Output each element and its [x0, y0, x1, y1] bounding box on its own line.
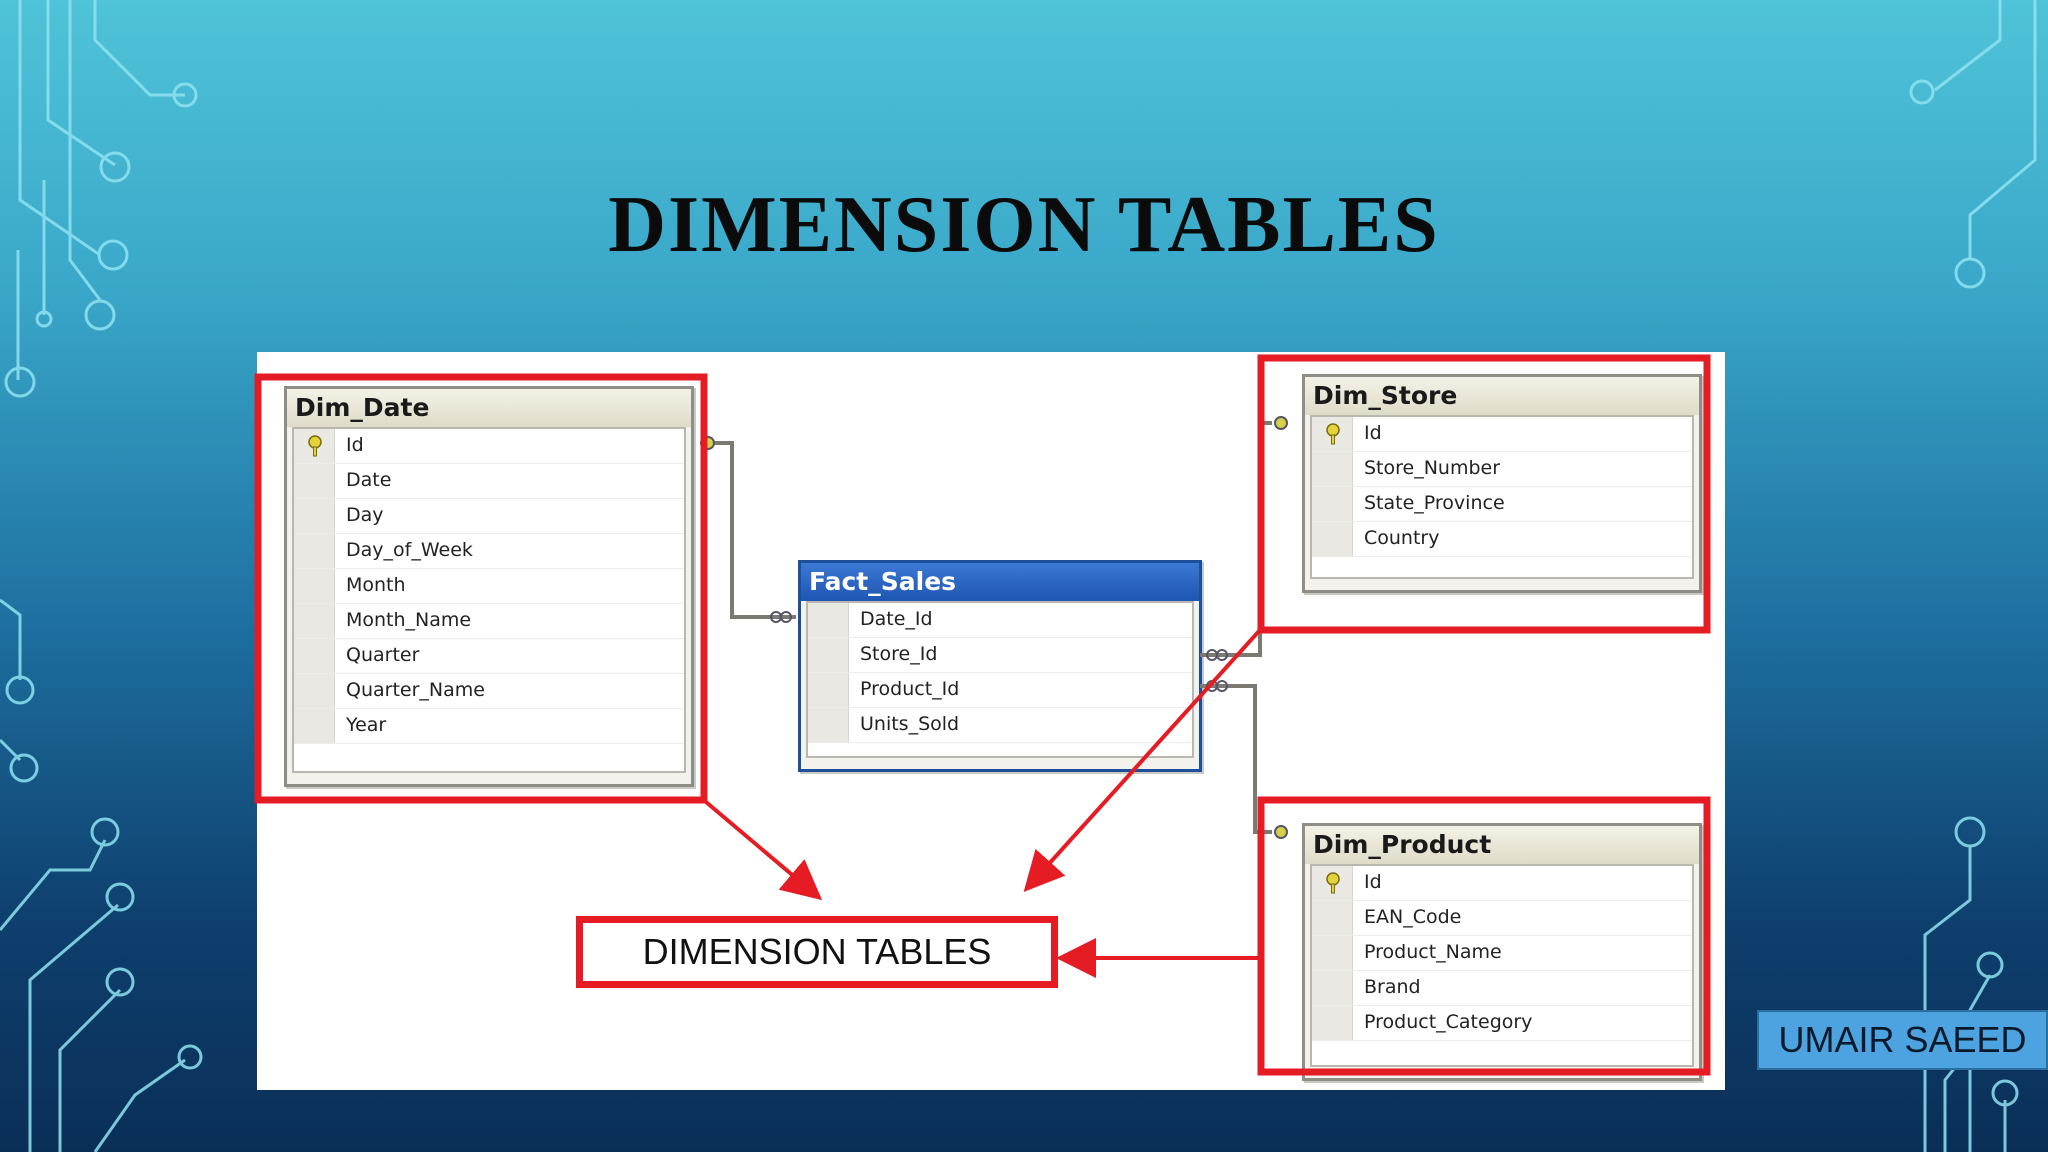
column-name: Quarter: [346, 644, 420, 666]
column-row: Id: [294, 429, 684, 464]
column-name: Month_Name: [346, 609, 472, 631]
column-row: Month_Name: [294, 604, 684, 639]
table-dim-product: Dim_Product Id EAN_Code Product_Name Bra…: [1302, 823, 1702, 1081]
slide-title: DIMENSION TABLES: [608, 181, 1440, 269]
column-name: Month: [346, 574, 406, 596]
table-fact-sales: Fact_Sales Date_Id Store_Id Product_Id U…: [798, 560, 1202, 772]
column-name: Date: [346, 469, 392, 491]
table-columns: Id Store_Number State_Province Country: [1310, 415, 1694, 579]
column-name: State_Province: [1364, 492, 1505, 514]
table-dim-date: Dim_Date Id Date Day Day_of_Week Month M…: [284, 386, 694, 787]
column-row: Month: [294, 569, 684, 604]
column-row: EAN_Code: [1312, 901, 1692, 936]
column-name: Store_Number: [1364, 457, 1501, 479]
column-row: Id: [1312, 866, 1692, 901]
key-icon: [308, 435, 322, 457]
key-icon: [1326, 872, 1340, 894]
column-row: Day_of_Week: [294, 534, 684, 569]
column-row: Units_Sold: [808, 708, 1192, 743]
column-name: Product_Name: [1364, 941, 1502, 963]
column-name: Id: [1364, 871, 1382, 893]
table-header: Fact_Sales: [801, 563, 1199, 601]
column-name: Units_Sold: [860, 713, 960, 735]
column-name: Product_Category: [1364, 1011, 1533, 1033]
column-row: Store_Number: [1312, 452, 1692, 487]
column-name: Id: [1364, 422, 1382, 444]
column-row: Product_Name: [1312, 936, 1692, 971]
column-row: Day: [294, 499, 684, 534]
column-row: Brand: [1312, 971, 1692, 1006]
column-name: Store_Id: [860, 643, 938, 665]
column-row: Product_Category: [1312, 1006, 1692, 1041]
table-dim-store: Dim_Store Id Store_Number State_Province…: [1302, 374, 1702, 593]
table-header: Dim_Product: [1305, 826, 1699, 864]
column-row: State_Province: [1312, 487, 1692, 522]
column-name: Country: [1364, 527, 1440, 549]
table-header: Dim_Store: [1305, 377, 1699, 415]
column-name: EAN_Code: [1364, 906, 1462, 928]
column-row: Product_Id: [808, 673, 1192, 708]
column-name: Product_Id: [860, 678, 960, 700]
column-name: Id: [346, 434, 364, 456]
column-name: Day_of_Week: [346, 539, 473, 561]
dimension-tables-label: DIMENSION TABLES: [576, 916, 1058, 988]
column-name: Day: [346, 504, 384, 526]
table-columns: Date_Id Store_Id Product_Id Units_Sold: [806, 601, 1194, 758]
column-row: Store_Id: [808, 638, 1192, 673]
column-row: Date_Id: [808, 603, 1192, 638]
column-row: Country: [1312, 522, 1692, 557]
column-row: Date: [294, 464, 684, 499]
column-name: Date_Id: [860, 608, 933, 630]
column-name: Quarter_Name: [346, 679, 485, 701]
table-header: Dim_Date: [287, 389, 691, 427]
column-name: Year: [346, 714, 387, 736]
table-columns: Id EAN_Code Product_Name Brand Product_C…: [1310, 864, 1694, 1067]
column-row: Id: [1312, 417, 1692, 452]
column-name: Brand: [1364, 976, 1421, 998]
author-badge: UMAIR SAEED: [1757, 1010, 2048, 1070]
column-row: Year: [294, 709, 684, 744]
column-row: Quarter: [294, 639, 684, 674]
column-row: Quarter_Name: [294, 674, 684, 709]
table-columns: Id Date Day Day_of_Week Month Month_Name…: [292, 427, 686, 773]
key-icon: [1326, 423, 1340, 445]
